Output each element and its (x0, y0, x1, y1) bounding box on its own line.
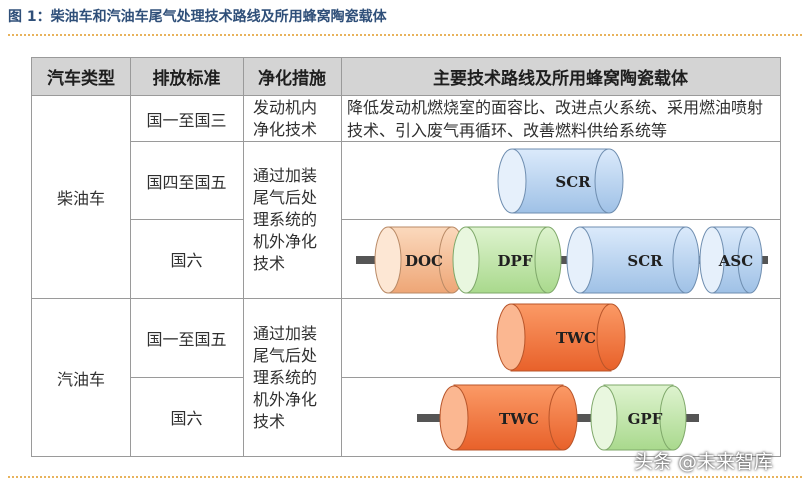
grid-line (243, 58, 244, 456)
twc-label: TWC (499, 410, 539, 428)
route-table: 汽车类型 排放标准 净化措施 主要技术路线及所用蜂窝陶瓷载体 柴油车 汽油车 国… (31, 57, 781, 457)
measure-text: 发动机内净化技术 (253, 97, 318, 139)
header-vehicle-type: 汽车类型 (47, 69, 115, 89)
grid-line (130, 377, 243, 378)
measure-cell: 通过加装尾气后处理系统的机外净化技术 (243, 142, 341, 298)
header-measure: 净化措施 (258, 69, 326, 89)
scr-catalyst-body (497, 148, 624, 214)
measure-cell: 通过加装尾气后处理系统的机外净化技术 (243, 299, 341, 456)
gpf-label: GPF (628, 410, 663, 428)
scr-label: SCR (555, 173, 591, 191)
standard-cell: 国六 (170, 409, 203, 428)
grid-line (130, 219, 243, 220)
measure-cell: 发动机内净化技术 (243, 96, 341, 141)
grid-line (341, 377, 780, 378)
grid-line (32, 95, 780, 96)
dpf-catalyst-body (452, 226, 562, 294)
twc-catalyst-body (439, 384, 578, 451)
table-header (32, 58, 780, 95)
grid-line (130, 141, 780, 142)
exhaust-pipe (356, 256, 768, 264)
header-route: 主要技术路线及所用蜂窝陶瓷载体 (433, 69, 688, 89)
standard-cell: 国一至国三 (146, 110, 227, 130)
scr-catalyst-body (566, 226, 700, 294)
grid-line (341, 58, 342, 456)
scr-label: SCR (627, 252, 663, 270)
grid-line (341, 219, 780, 220)
twc-catalyst-body (496, 303, 626, 372)
dpf-label: DPF (498, 252, 533, 270)
bottom-divider (8, 476, 802, 478)
measure-text: 通过加装尾气后处理系统的机外净化技术 (253, 323, 318, 431)
vehicle-type-diesel: 柴油车 (56, 189, 105, 208)
doc-label: DOC (405, 252, 443, 270)
twc-label: TWC (556, 329, 596, 347)
standard-cell: 国六 (170, 251, 203, 270)
gpf-catalyst-body (590, 384, 687, 451)
figure-title: 图 1：柴油车和汽油车尾气处理技术路线及所用蜂窝陶瓷载体 (8, 9, 387, 25)
asc-catalyst-body (699, 226, 763, 294)
standard-cell: 国一至国五 (146, 330, 227, 349)
route-description: 降低发动机燃烧室的面容比、改进点火系统、采用燃油喷射技术、引入废气再循环、改善燃… (347, 97, 764, 140)
measure-text: 通过加装尾气后处理系统的机外净化技术 (253, 166, 318, 273)
top-divider (8, 34, 802, 36)
grid-line (32, 298, 780, 299)
grid-line (130, 58, 131, 456)
watermark: 头条 @未来智库 (634, 451, 774, 473)
asc-label: ASC (718, 252, 753, 270)
header-emission-standard: 排放标准 (152, 69, 221, 89)
vehicle-type-gasoline: 汽油车 (56, 369, 105, 389)
standard-cell: 国四至国五 (146, 172, 227, 192)
